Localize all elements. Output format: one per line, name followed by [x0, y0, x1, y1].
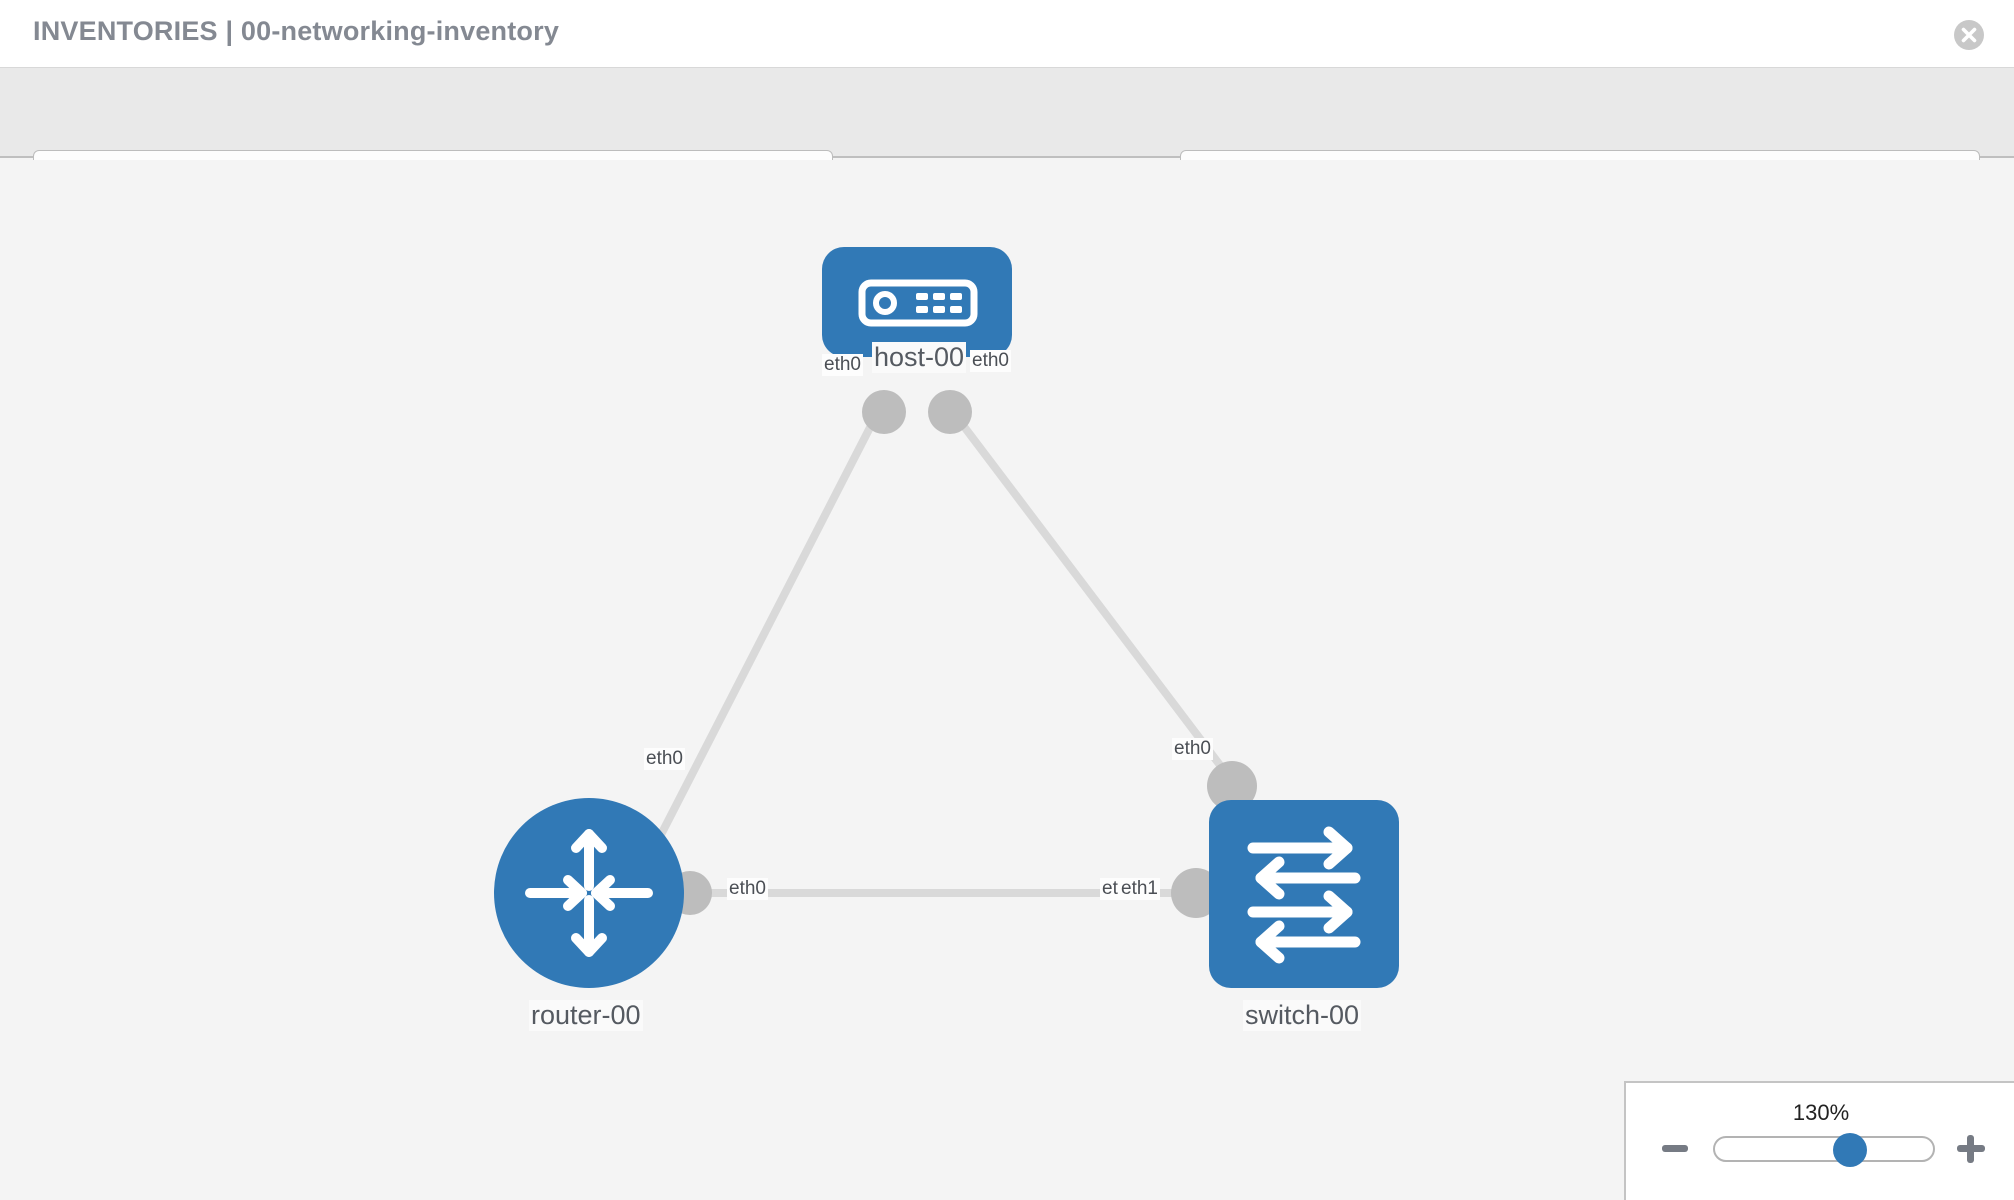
zoom-out-button[interactable]: [1662, 1145, 1688, 1152]
iface-label-host-right: eth0: [970, 350, 1011, 372]
topology-canvas[interactable]: host-00 eth0 eth0 router-00 eth0 eth0: [0, 160, 2014, 1200]
zoom-slider-thumb[interactable]: [1833, 1133, 1868, 1167]
close-icon[interactable]: [1954, 20, 1984, 50]
iface-label-router-up: eth0: [644, 748, 685, 770]
iface-label-host-left: eth0: [822, 354, 863, 376]
node-switch-00[interactable]: [1209, 800, 1399, 988]
router-arrows-icon: [525, 829, 653, 957]
iface-label-switch-up: eth0: [1172, 738, 1213, 760]
iface-label-switch-left-b: eth1: [1119, 878, 1160, 900]
zoom-control-panel: 130%: [1624, 1081, 2014, 1200]
port-host-left: [862, 390, 906, 434]
node-host-00[interactable]: [822, 247, 1012, 357]
toolbar: ACTIONS SEARCH: [0, 68, 2014, 202]
zoom-level-value: 130%: [1792, 1100, 1850, 1125]
port-switch-up: [1207, 761, 1257, 811]
node-label-router-00: router-00: [529, 1000, 643, 1031]
server-icon: [858, 279, 978, 327]
page-header: INVENTORIES | 00-networking-inventory: [0, 0, 2014, 68]
iface-label-router-right: eth0: [727, 878, 768, 900]
link-host-router: [644, 406, 884, 862]
port-switch-left: [1171, 868, 1221, 918]
close-icon-glyph: [1961, 27, 1977, 43]
link-host-switch: [946, 405, 1239, 788]
node-label-switch-00: switch-00: [1243, 1000, 1362, 1031]
port-host-right: [928, 390, 972, 434]
zoom-slider-track[interactable]: [1713, 1133, 1935, 1167]
page-title: INVENTORIES | 00-networking-inventory: [33, 16, 560, 46]
zoom-in-button[interactable]: [1957, 1135, 1985, 1163]
switch-arrows-icon: [1247, 826, 1361, 964]
node-label-host-00: host-00: [872, 342, 967, 373]
node-router-00[interactable]: [494, 798, 684, 988]
